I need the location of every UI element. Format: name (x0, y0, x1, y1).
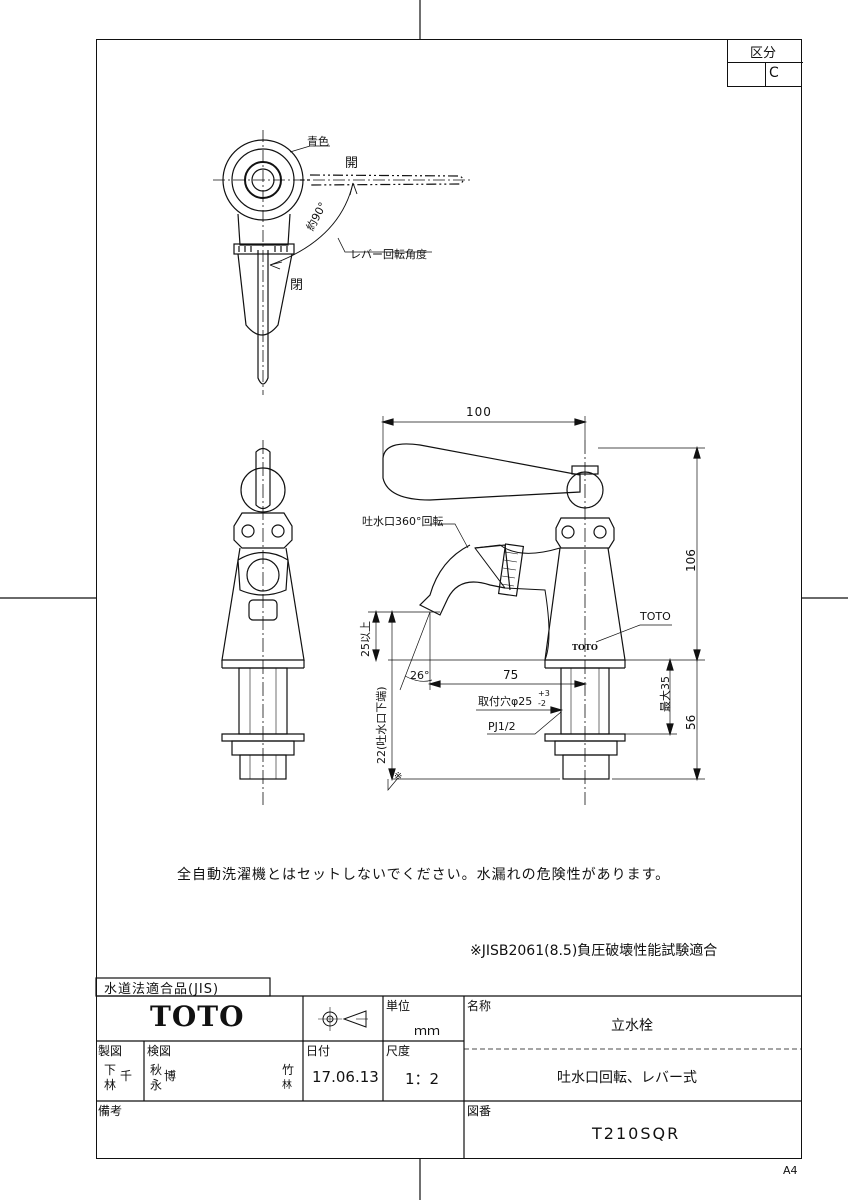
stamp-drawn-bottom: 林 (104, 1078, 117, 1092)
category-box: 区分 C (727, 39, 803, 87)
top-view (213, 130, 470, 395)
stamp-checked-5: 林 (282, 1080, 292, 1091)
side-view (368, 416, 705, 805)
body-logo: TOTO (572, 642, 598, 652)
lever-angle-label: レバー回転角度 (350, 248, 427, 261)
drawing-number-label: 図番 (467, 1104, 492, 1118)
spout-angle-label: 26° (410, 669, 430, 682)
scale-value: 1：2 (405, 1070, 440, 1088)
open-label: 開 (345, 156, 359, 171)
mount-hole-tol-plus: +3 (538, 689, 550, 698)
standard-note: ※JISB2061(8.5)負圧破壊性能試験適合 (470, 943, 718, 959)
stamp-checked-1: 秋 (150, 1063, 163, 1077)
height-dimension: 106 (684, 549, 698, 572)
warning-note: 全自動洗濯機とはセットしないでください。水漏れの危険性があります。 (177, 867, 671, 883)
stamp-checked-3: 永 (150, 1078, 163, 1092)
brand-label: TOTO (640, 610, 671, 623)
date-value: 17.06.13 (312, 1068, 379, 1086)
category-value: C (769, 65, 779, 81)
name-label: 名称 (467, 999, 492, 1013)
unit-value: ｍｍ (414, 1024, 441, 1039)
stamp-checked-2: 博 (164, 1069, 177, 1083)
front-view (221, 440, 305, 805)
remarks-label: 備考 (98, 1104, 123, 1118)
page-size-label: A4 (783, 1164, 798, 1177)
mount-hole-tol-minus: -2 (538, 699, 546, 708)
unit-label: 単位 (386, 999, 411, 1013)
spout-height-dimension: 25以上 (359, 621, 372, 657)
spout-rotation-label: 吐水口360°回転 (362, 515, 444, 528)
note-mark: ※ (394, 771, 403, 782)
mount-hole-label: 取付穴φ25 (478, 695, 533, 708)
drawing-number: T210SQR (592, 1124, 681, 1143)
stamp-checked-4: 竹 (282, 1063, 295, 1077)
drawn-label: 製図 (98, 1044, 123, 1058)
stamp-drawn-top: 下 (104, 1063, 117, 1077)
checked-label: 検図 (147, 1044, 172, 1058)
toto-logo: TOTO (150, 1000, 245, 1033)
scale-label: 尺度 (386, 1044, 411, 1058)
projection-symbol (318, 1007, 368, 1031)
category-label: 区分 (750, 46, 777, 61)
closed-label: 閉 (290, 278, 304, 293)
mount-distance-dimension: 75 (503, 668, 519, 682)
description-value: 吐水口回転、レバー式 (557, 1070, 697, 1086)
blue-color-label: 青色 (307, 135, 329, 148)
outlet-height-dimension: 22(吐水口下端) (375, 686, 388, 764)
stamp-drawn-mid: 千 (120, 1069, 133, 1083)
title-block-lines (95, 977, 802, 1159)
compliance-label: 水道法適合品(JIS) (104, 982, 220, 997)
max-thickness-dimension: 最大35 (659, 676, 672, 712)
date-label: 日付 (306, 1044, 331, 1058)
width-dimension: 100 (466, 405, 492, 419)
sheet-frame (96, 39, 802, 1159)
name-value: 立水栓 (611, 1018, 653, 1034)
shank-length-dimension: 56 (684, 714, 698, 730)
thread-label: PJ1/2 (488, 720, 516, 733)
